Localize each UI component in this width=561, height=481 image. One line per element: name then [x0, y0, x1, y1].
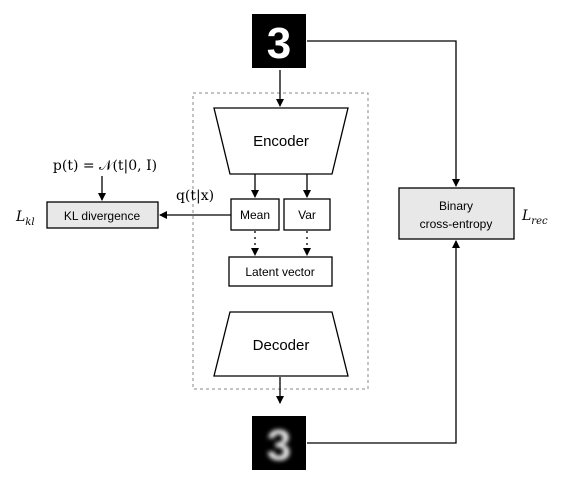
bce-label-line1: Binary [439, 199, 473, 213]
kl-divergence-label: KL divergence [64, 209, 141, 223]
arrows [98, 40, 460, 444]
mean-label: Mean [240, 208, 270, 222]
output-digit: 3 [267, 421, 291, 470]
latent-vector-block: Latent vector [228, 256, 333, 287]
posterior-label: q(t|x) [176, 188, 214, 204]
decoder-label: Decoder [253, 337, 310, 354]
arrow-input-to-bce [307, 40, 460, 187]
latent-vector-label: Latent vector [245, 265, 314, 279]
encoder-label: Encoder [253, 133, 309, 150]
binary-cross-entropy-block: Binary cross-entropy [398, 187, 515, 240]
kl-divergence-block: KL divergence [46, 201, 159, 229]
loss-rec-label: Lrec [521, 208, 548, 227]
arrow-output-to-bce [307, 240, 460, 444]
prior-label: p(t) = 𝒩(t|0, I) [53, 158, 157, 174]
mean-block: Mean [230, 198, 280, 231]
var-label: Var [298, 208, 316, 222]
output-image: 3 [252, 416, 306, 470]
input-image: 3 [252, 14, 306, 68]
decoder-block: Decoder [213, 311, 349, 377]
encoder-block: Encoder [213, 107, 349, 175]
var-block: Var [283, 198, 331, 231]
input-digit: 3 [267, 19, 291, 68]
loss-kl-label: Lkl [15, 209, 35, 228]
bce-label-line2: cross-entropy [420, 217, 493, 231]
